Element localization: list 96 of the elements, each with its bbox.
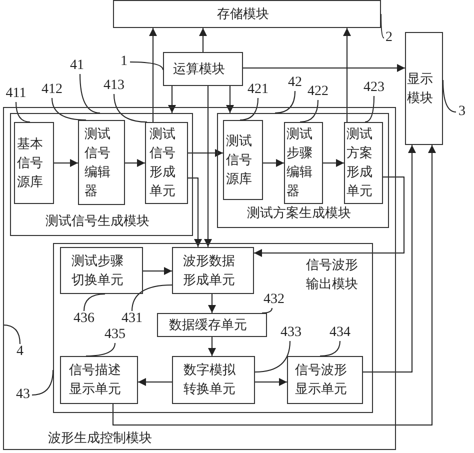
- leader-line: [84, 294, 106, 312]
- arrow: [208, 294, 216, 314]
- callout-number: 434: [328, 325, 352, 341]
- callout-number: 2: [384, 30, 394, 46]
- arrow: [168, 86, 176, 114]
- arrow: [124, 159, 146, 167]
- module-box: [53, 243, 373, 413]
- arrow: [208, 336, 216, 356]
- arrow: [254, 378, 288, 386]
- callout-number: 432: [262, 292, 286, 308]
- box-label: 测试方案生成模块: [247, 205, 352, 223]
- arrow: [242, 64, 406, 72]
- leader-line: [52, 98, 86, 120]
- unit-box: [287, 356, 363, 404]
- leader-line: [364, 96, 374, 122]
- box-label: 测试信号编辑器: [84, 126, 112, 200]
- arrow: [188, 149, 224, 157]
- callout-number: 421: [246, 82, 270, 98]
- arrow: [149, 28, 157, 122]
- arrow: [199, 28, 207, 52]
- callout-number: 436: [72, 311, 96, 327]
- unit-box: [145, 122, 188, 204]
- unit-box: [344, 122, 383, 204]
- leader-line: [80, 74, 100, 114]
- arrow: [204, 86, 212, 248]
- leader-line: [442, 80, 456, 112]
- box-label: 测试信号形成单元: [150, 126, 176, 201]
- unit-box: [172, 356, 255, 404]
- arrow: [362, 144, 416, 372]
- arrow: [343, 28, 351, 122]
- leader-line: [132, 284, 172, 312]
- callout-number: 422: [306, 84, 330, 100]
- arrow: [142, 267, 172, 275]
- box-label: 信号波形输出模块: [306, 257, 359, 294]
- box-label: 存储模块: [217, 6, 270, 24]
- leader-line: [32, 370, 54, 396]
- unit-box: [284, 122, 323, 204]
- box-label: 信号波形显示单元: [295, 362, 348, 399]
- arrow: [322, 159, 344, 167]
- callout-number: 423: [362, 80, 386, 96]
- unit-box: [157, 313, 267, 337]
- callout-number: 412: [40, 82, 64, 98]
- box-label: 数字模拟转换单元: [184, 362, 236, 399]
- box-label: 运算模块: [173, 60, 226, 78]
- leader-line: [274, 90, 296, 114]
- box-label: 波形数据形成单元: [183, 252, 236, 290]
- arrow: [54, 159, 78, 167]
- unit-box: [223, 120, 263, 200]
- callout-number: 1: [118, 54, 130, 70]
- arrow: [262, 159, 284, 167]
- box-label: 显示模块: [407, 70, 434, 108]
- leader-line: [240, 98, 258, 120]
- box-label: 信号描述显示单元: [69, 362, 122, 399]
- unit-box: [405, 32, 443, 145]
- callout-number: 435: [103, 327, 127, 343]
- arrow: [188, 178, 202, 248]
- leader-line: [114, 94, 148, 122]
- callout-number: 413: [102, 78, 126, 94]
- leader-line: [320, 340, 340, 356]
- leader-line: [262, 308, 272, 314]
- leader-line: [130, 62, 164, 70]
- module-box: [3, 107, 396, 450]
- box-label: 测试方案形成单元: [346, 126, 374, 201]
- leader-line: [2, 324, 20, 344]
- unit-box: [113, 0, 381, 28]
- box-label: 基本信号源库: [17, 136, 44, 192]
- box-label: 波形生成控制模块: [48, 430, 153, 448]
- arrow: [226, 86, 234, 114]
- box-label: 测试步骤切换单元: [72, 252, 124, 290]
- arrow: [138, 378, 172, 386]
- arrow: [112, 144, 436, 426]
- callout-number: 41: [68, 58, 86, 74]
- box-label: 数据缓存单元: [169, 316, 248, 334]
- callout-number: 431: [120, 311, 144, 327]
- unit-box: [78, 120, 125, 205]
- module-box: [10, 113, 193, 236]
- leader-line: [300, 100, 318, 122]
- callout-number: 433: [279, 325, 303, 341]
- leader-line: [254, 340, 290, 372]
- unit-box: [60, 356, 138, 404]
- arrow: [254, 176, 404, 257]
- leader-line: [86, 342, 116, 356]
- callout-number: 411: [4, 86, 28, 102]
- callout-number: 43: [14, 387, 32, 403]
- unit-box: [163, 52, 243, 86]
- box-label: 测试信号生成模块: [46, 213, 150, 231]
- callout-number: 42: [286, 75, 304, 91]
- unit-box: [14, 122, 54, 204]
- box-label: 测试步骤编辑器: [286, 126, 314, 201]
- leader-line: [380, 14, 384, 38]
- box-label: 测试信号源库: [226, 132, 253, 188]
- callout-number: 3: [456, 104, 468, 120]
- unit-box: [172, 247, 254, 294]
- callout-number: 4: [14, 344, 26, 360]
- module-box: [217, 113, 389, 228]
- unit-box: [60, 247, 143, 294]
